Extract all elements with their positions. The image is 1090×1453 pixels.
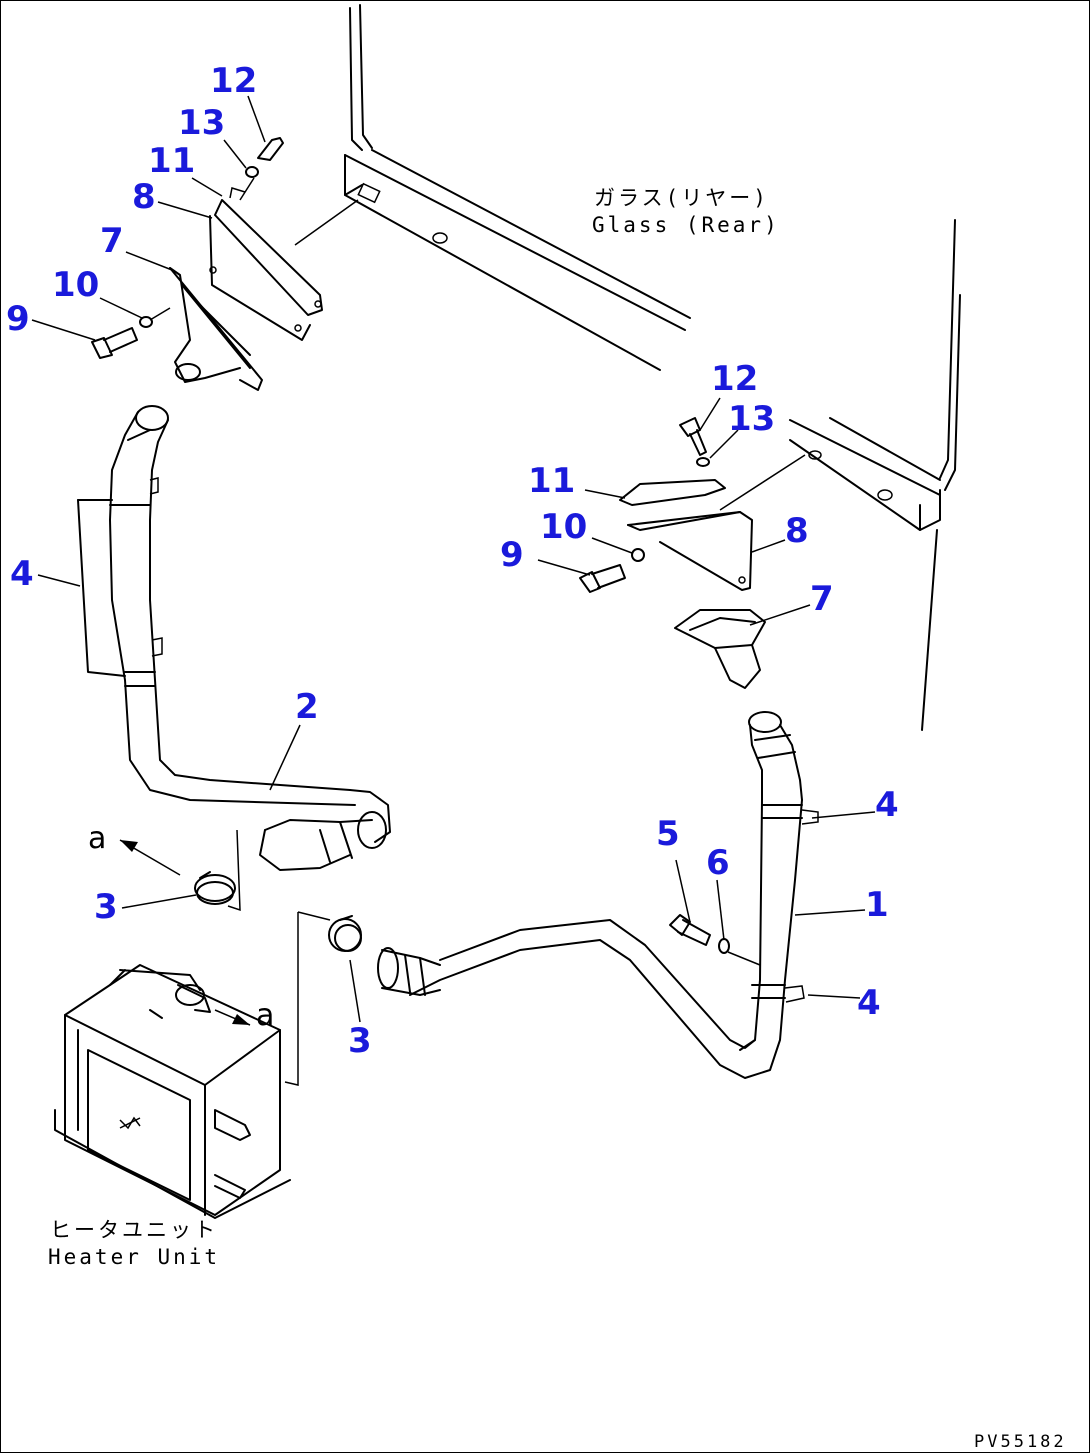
callout-10-left: 10 [52,265,99,305]
callout-8-right: 8 [785,511,809,551]
callout-3-left: 3 [94,887,118,927]
glass-label-jp: ガラス(リヤー) [594,186,769,210]
callout-9-left: 9 [6,299,30,339]
left-cover-plate [77,499,126,677]
callout-10-right: 10 [540,507,587,547]
view-arrows [119,839,251,1026]
view-ref-a-lower: a [256,998,274,1033]
callout-numbers: 12 13 11 8 7 10 9 4 2 3 3 12 13 11 10 9 … [6,61,899,1061]
figure-code: PV55182 [974,1432,1067,1452]
callout-8-left: 8 [132,177,156,217]
callout-4-left: 4 [10,554,34,594]
heater-unit [54,964,291,1219]
callout-11-left: 11 [148,141,195,181]
hose-clamps [194,871,362,952]
connection-lines [227,829,331,1086]
left-duct-pipe [109,405,391,871]
callout-4-right-top: 4 [875,785,899,825]
leader-lines [31,95,876,1023]
callout-1: 1 [865,885,889,925]
callout-3-right: 3 [348,1021,372,1061]
right-duct-bracket-group [579,417,806,689]
heater-label-en: Heater Unit [48,1245,220,1269]
callout-7-right: 7 [810,579,834,619]
callout-9-right: 9 [500,535,524,575]
text-labels: ガラス(リヤー) Glass (Rear) ヒータユニット Heater Uni… [48,186,1067,1452]
callout-12-left: 12 [210,61,257,101]
right-duct-pipe [377,711,819,1079]
callout-7-left: 7 [100,221,124,261]
glass-label-en: Glass (Rear) [592,213,780,237]
callout-6: 6 [706,843,730,883]
left-duct-bracket-group [91,137,359,391]
callout-13-left: 13 [178,103,225,143]
callout-5: 5 [656,814,680,854]
view-ref-a-upper: a [88,821,106,856]
callout-2: 2 [295,687,319,727]
callout-4-right-bottom: 4 [857,983,881,1023]
heater-label-jp: ヒータユニット [50,1218,218,1242]
callout-11-right: 11 [528,461,575,501]
callout-12-right: 12 [711,359,758,399]
callout-13-right: 13 [728,399,775,439]
cab-frame [344,4,961,731]
